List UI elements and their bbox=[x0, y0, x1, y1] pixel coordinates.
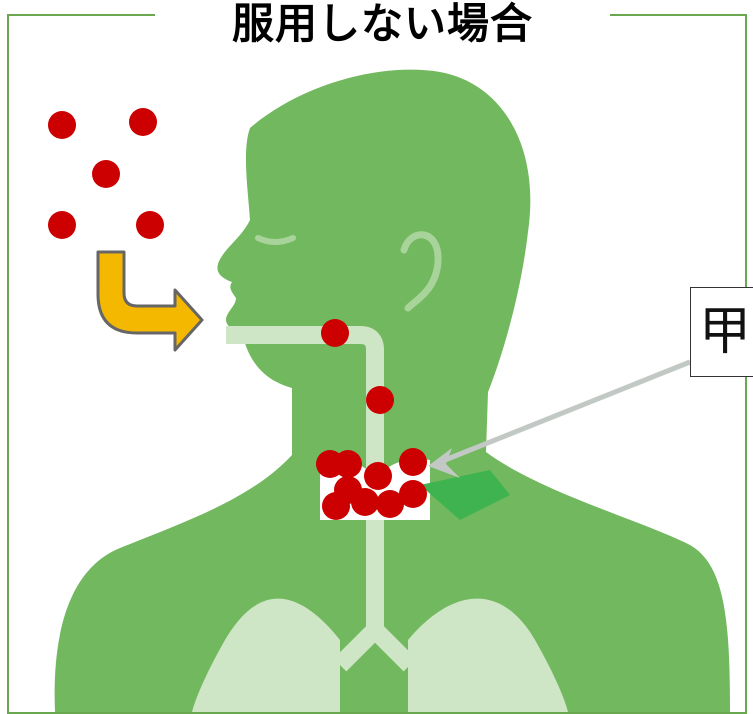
particle bbox=[366, 386, 394, 414]
panel-title: 服用しない場合 bbox=[155, 0, 610, 52]
inhale-arrow-group bbox=[98, 252, 202, 350]
head-shape bbox=[55, 70, 730, 712]
particle bbox=[129, 108, 157, 136]
particle bbox=[48, 211, 76, 239]
particle bbox=[136, 211, 164, 239]
particle bbox=[334, 450, 362, 478]
particle bbox=[321, 319, 349, 347]
particle bbox=[92, 160, 120, 188]
particle bbox=[399, 448, 427, 476]
particle bbox=[351, 488, 379, 516]
human-silhouette bbox=[55, 70, 730, 712]
inhale-arrow-icon bbox=[98, 252, 202, 350]
thyroid-callout-text: 甲 bbox=[699, 302, 751, 362]
particle bbox=[48, 111, 76, 139]
particle bbox=[322, 492, 350, 520]
thyroid-callout-label: 甲 bbox=[690, 287, 753, 377]
particle bbox=[364, 462, 392, 490]
particle bbox=[399, 480, 427, 508]
